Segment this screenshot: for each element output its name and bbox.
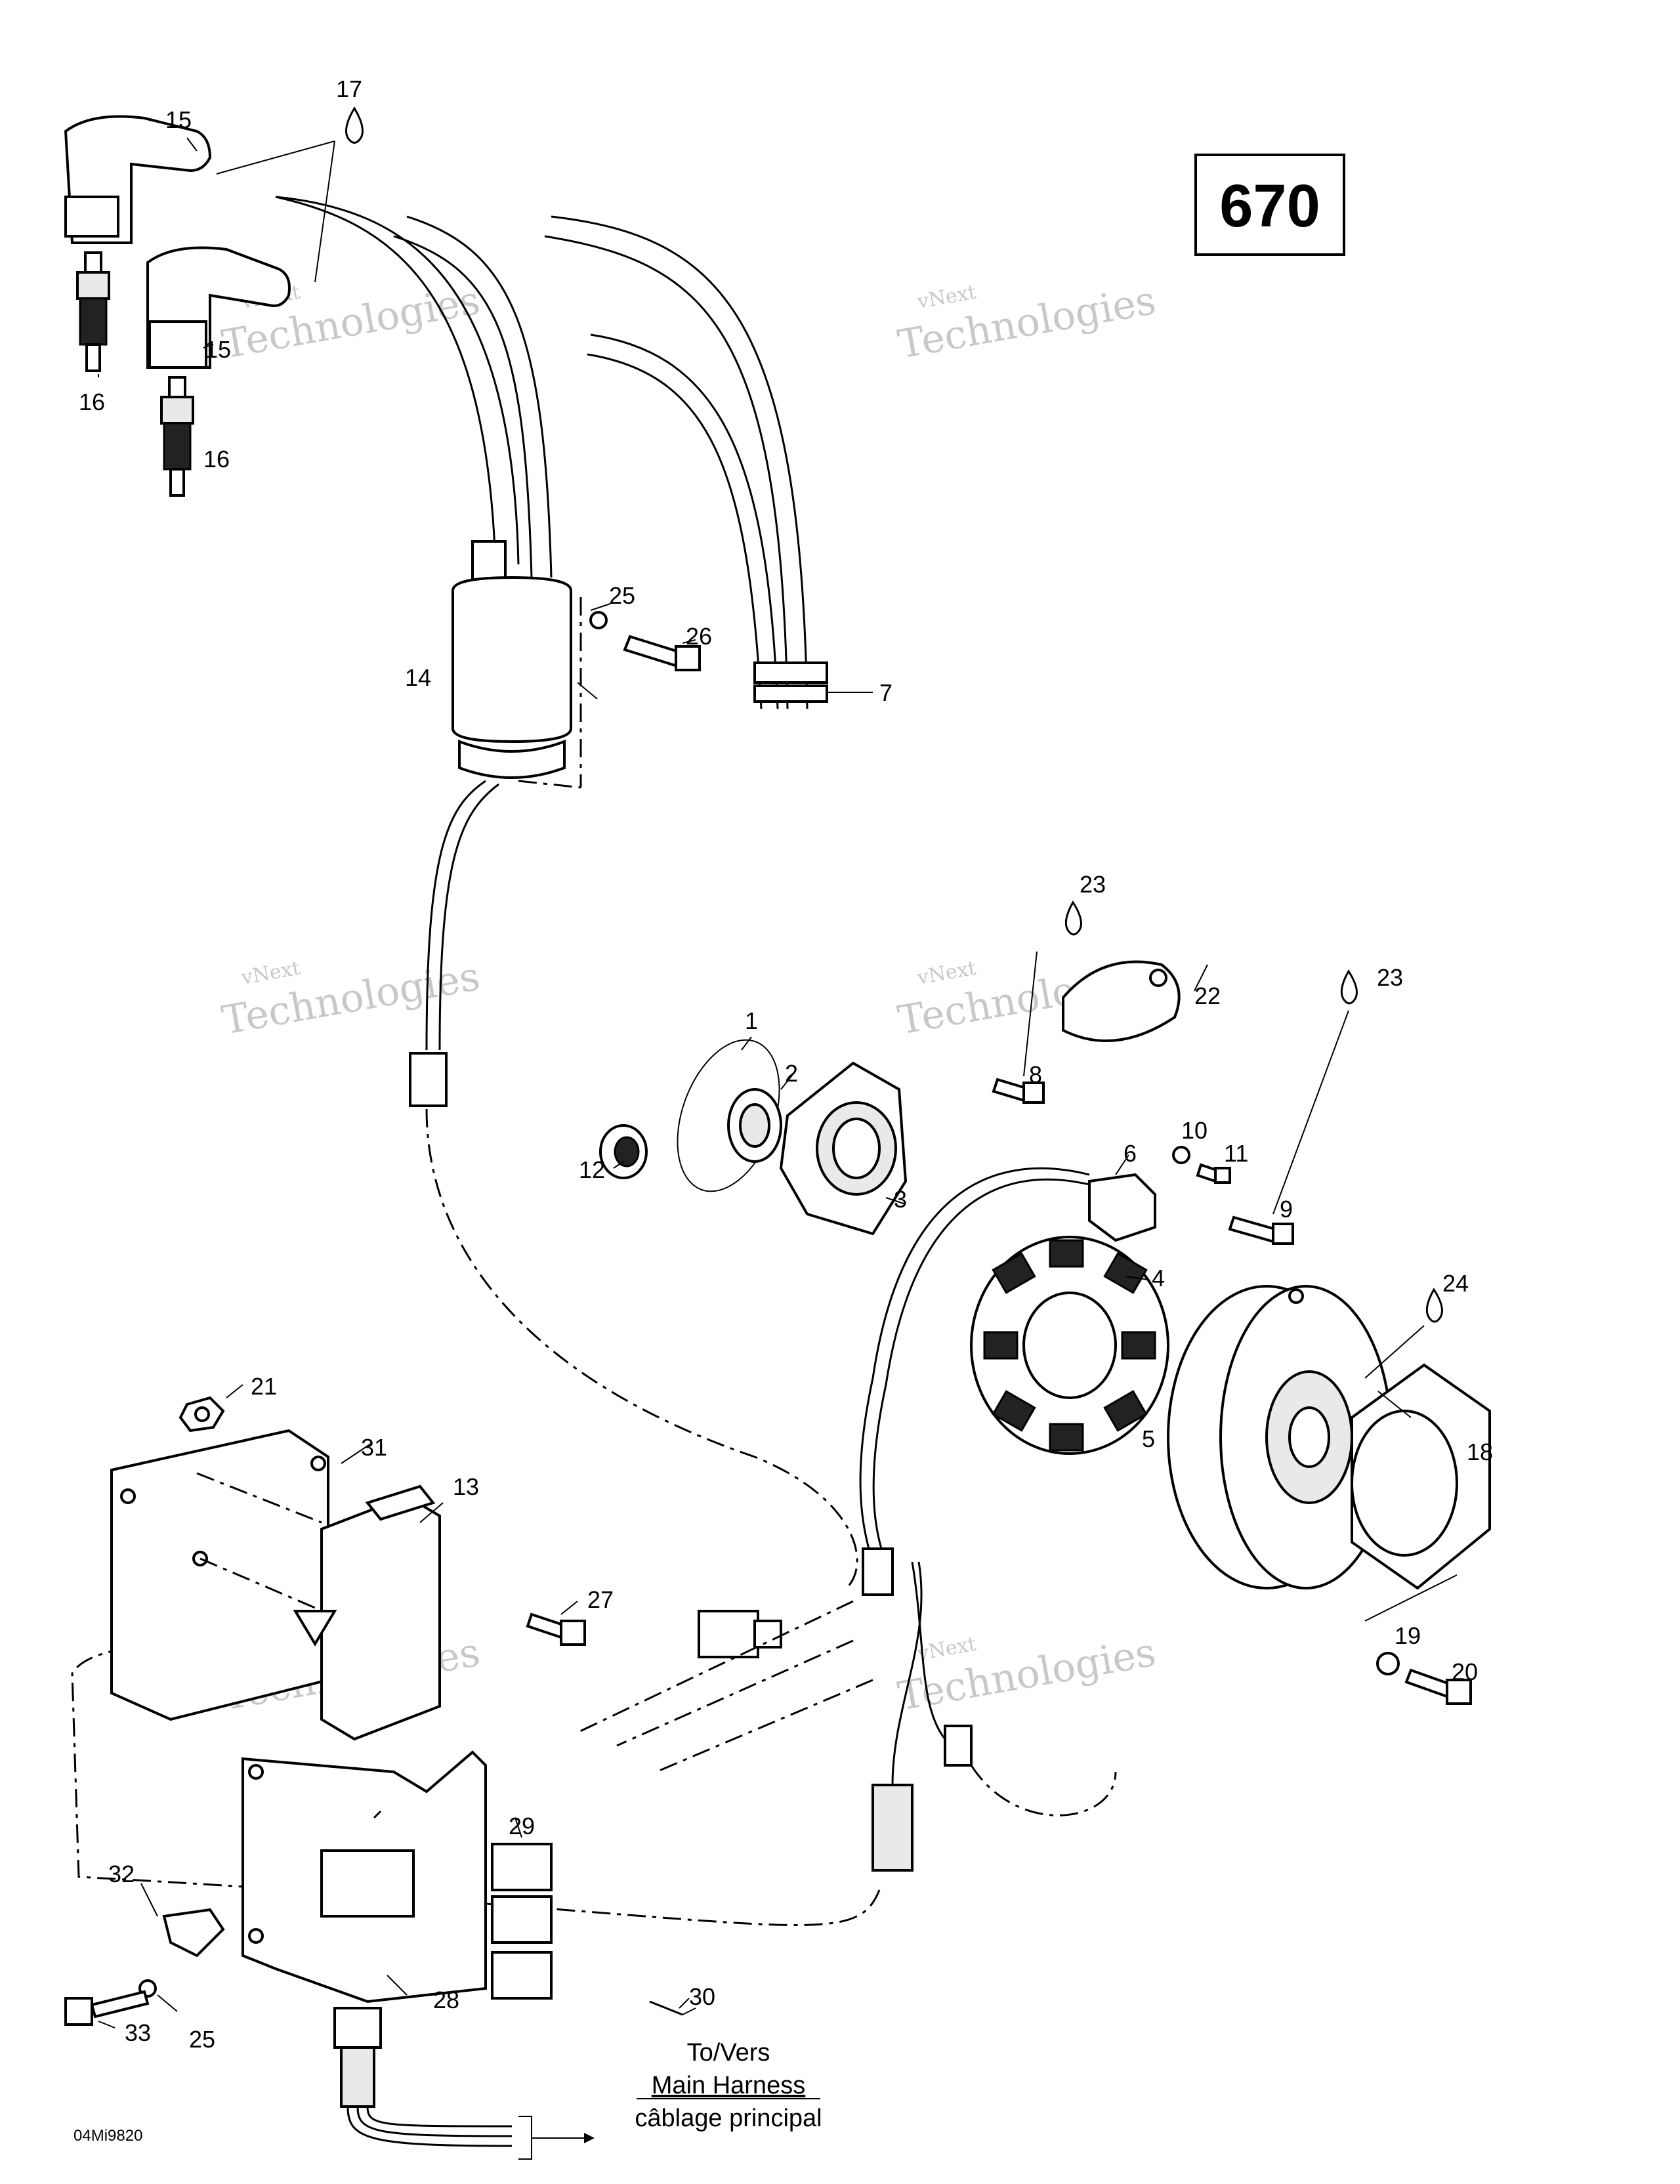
callout: 18	[1467, 1438, 1493, 1465]
spark-plug-cap-2	[146, 246, 291, 369]
harness-connectors	[71, 1547, 1117, 1926]
voltage-regulator	[293, 1484, 441, 1741]
callout: 30	[689, 1983, 715, 2010]
stator	[970, 1236, 1169, 1455]
callout: 16	[79, 388, 105, 415]
ignition-coil	[452, 540, 582, 789]
watermark-line1: vNext	[239, 957, 302, 990]
callout: 27	[587, 1586, 614, 1613]
callout: 23	[1080, 871, 1106, 898]
callout: 9	[1280, 1196, 1293, 1223]
spark-plug-cap-1	[64, 115, 212, 244]
ring	[1351, 1363, 1491, 1590]
terminal-blocks	[491, 1843, 553, 2000]
callout: 31	[361, 1434, 387, 1461]
watermark-line1: vNext	[915, 957, 978, 990]
grommet	[599, 1124, 648, 1179]
washer-10	[1172, 1146, 1190, 1164]
callout: 17	[336, 75, 362, 102]
watermark-line1: vNext	[915, 281, 978, 314]
flywheel	[1167, 1285, 1393, 1589]
pin-30	[649, 2000, 696, 2016]
oil-seal	[727, 1088, 782, 1163]
callout: 15	[165, 106, 192, 133]
callout: 2	[785, 1060, 798, 1087]
callout: 15	[205, 336, 231, 363]
callout: 29	[509, 1813, 535, 1839]
callout: 10	[1181, 1117, 1208, 1144]
callouts: 1 2 3 4 5 6 7 8 9 10 11 12 13 14 15 15 1…	[79, 75, 1493, 2053]
callout: 11	[1224, 1140, 1248, 1167]
grease-drop-icon	[1364, 1288, 1443, 1379]
callout: 23	[1377, 964, 1403, 991]
bracket-31	[110, 1429, 329, 1721]
clip-32	[162, 1908, 225, 1958]
callout: 26	[686, 623, 712, 650]
engine-code-box: 670	[1194, 154, 1345, 256]
screw-20	[1404, 1668, 1472, 1705]
callout: 1	[745, 1007, 758, 1034]
housing	[779, 1061, 908, 1236]
callout: 28	[433, 1986, 459, 2013]
wire-clamp	[753, 662, 873, 703]
grease-drop-icon	[216, 106, 364, 283]
grease-drop-icon	[1064, 900, 1082, 936]
callout: 33	[125, 2019, 151, 2046]
callout: 24	[1442, 1270, 1469, 1297]
leader-lines	[98, 137, 1412, 2028]
screw-11	[1196, 1163, 1231, 1184]
note-line-2: Main Harness	[652, 2072, 805, 2099]
callout: 32	[108, 1860, 135, 1887]
callout: 20	[1452, 1658, 1478, 1685]
callout: 7	[879, 679, 892, 706]
washer-19	[1376, 1652, 1400, 1675]
watermarks: vNext Technologies vNext Technologies vN…	[219, 278, 1159, 1720]
callout: 16	[203, 446, 230, 472]
callout: 12	[579, 1156, 605, 1183]
nut-21	[178, 1396, 225, 1433]
grease-drop-icon	[1272, 969, 1358, 1215]
callout: 21	[251, 1373, 277, 1400]
callout: 25	[189, 2026, 215, 2053]
coil-screw	[589, 611, 701, 671]
note-line-1: To/Vers	[687, 2039, 770, 2067]
screw-33	[64, 1990, 150, 2026]
callout: 6	[1124, 1140, 1137, 1167]
callout: 5	[1142, 1425, 1155, 1452]
callout: 8	[1029, 1061, 1042, 1088]
coil-lead-wire	[409, 780, 858, 1589]
leader-line	[1364, 1574, 1458, 1622]
main-harness-connector	[333, 2007, 595, 2160]
callout: 14	[405, 664, 431, 691]
harness-note: To/Vers Main Harness câblage principal	[635, 2039, 822, 2132]
screw-27	[526, 1612, 586, 1646]
watermark-line1: vNext	[915, 1633, 978, 1666]
callout: 4	[1152, 1265, 1165, 1292]
spark-plug-2	[160, 376, 194, 497]
screw-9	[1228, 1215, 1294, 1245]
bracket-28	[242, 1750, 487, 2004]
callout: 25	[609, 582, 635, 609]
callout: 13	[453, 1473, 479, 1500]
screw-8	[992, 951, 1045, 1104]
trigger-coil	[859, 1167, 1156, 1563]
drawing-code: 04Mi9820	[74, 2127, 142, 2145]
note-line-3: câblage principal	[635, 2105, 822, 2132]
callout: 19	[1395, 1622, 1421, 1649]
callout: 22	[1194, 982, 1221, 1009]
cover	[1062, 960, 1181, 1042]
connection-arrows	[577, 1600, 873, 1773]
spark-plug-1	[76, 251, 110, 372]
callout: 3	[894, 1186, 907, 1213]
engine-code: 670	[1219, 173, 1320, 240]
